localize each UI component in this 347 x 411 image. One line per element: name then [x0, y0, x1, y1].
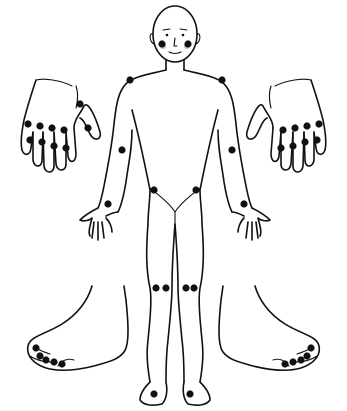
foot-toe-joint-marker-3	[42, 356, 49, 363]
mouth	[169, 52, 181, 54]
hand-finger-joint-marker-15	[291, 124, 298, 131]
foot-toe-joint-marker-1	[32, 344, 39, 351]
hand-finger-joint-marker-13	[303, 122, 310, 129]
right-flank	[218, 130, 232, 212]
left-flank	[118, 130, 132, 212]
ankle-joint-marker-1	[150, 390, 157, 397]
hand-finger-joint-marker-10	[84, 124, 91, 131]
hand-finger-joint-marker-17	[279, 126, 286, 133]
hip-joint-marker-1	[150, 186, 157, 193]
knee-joint-marker-3	[182, 284, 189, 291]
hand-finger-joint-marker-8	[62, 144, 69, 151]
foot-toe-joint-marker-2	[36, 352, 43, 359]
hand-finger-joint-marker-4	[38, 138, 45, 145]
foot-toe-joint-marker-6	[307, 344, 314, 351]
foot-toe-joint-marker-8	[297, 356, 304, 363]
hand-finger-joint-marker-16	[289, 142, 296, 149]
hand-finger-joint-marker-14	[301, 138, 308, 145]
wrist-joint-marker-2	[240, 200, 247, 207]
right-hand-detail	[247, 79, 326, 172]
foot-toe-joint-marker-9	[289, 358, 296, 365]
hand-finger-joint-marker-1	[24, 120, 31, 127]
hand-finger-joint-marker-6	[50, 142, 57, 149]
foot-toe-joint-marker-10	[281, 360, 288, 367]
wrist-joint-marker-1	[104, 200, 111, 207]
left-hand-small	[80, 208, 118, 240]
hand-finger-joint-marker-9	[76, 100, 83, 107]
elbow-joint-marker-2	[228, 146, 235, 153]
knee-joint-marker-1	[152, 284, 159, 291]
joint-markers	[24, 40, 322, 397]
foot-toe-joint-marker-5	[58, 360, 65, 367]
left-eyebrow	[163, 29, 170, 30]
hand-finger-joint-marker-7	[60, 126, 67, 133]
hand-finger-joint-marker-11	[315, 120, 322, 127]
hand-finger-joint-marker-18	[277, 144, 284, 151]
groin-lines	[150, 188, 200, 224]
hand-finger-joint-marker-12	[313, 136, 320, 143]
hand-finger-joint-marker-2	[26, 136, 33, 143]
foot-toe-joint-marker-4	[50, 358, 57, 365]
knee-joint-marker-2	[162, 284, 169, 291]
hand-finger-joint-marker-5	[48, 124, 55, 131]
right-hand-small	[232, 208, 270, 240]
knee-joint-marker-4	[190, 284, 197, 291]
hip-joint-marker-2	[192, 186, 199, 193]
left-leg	[147, 224, 151, 382]
nose	[174, 38, 177, 46]
ankle-joint-marker-2	[186, 390, 193, 397]
temporomandibular-joint-marker-1	[158, 40, 165, 47]
temporomandibular-joint-marker-2	[184, 40, 191, 47]
right-eye	[182, 34, 185, 37]
shoulder-joint-marker-2	[218, 76, 225, 83]
shoulder-joint-marker-1	[126, 76, 133, 83]
hand-finger-joint-marker-3	[36, 122, 43, 129]
foot-toe-joint-marker-7	[303, 352, 310, 359]
right-eyebrow	[180, 29, 187, 30]
elbow-joint-marker-1	[118, 146, 125, 153]
left-eye	[166, 34, 169, 37]
right-leg	[199, 224, 203, 382]
